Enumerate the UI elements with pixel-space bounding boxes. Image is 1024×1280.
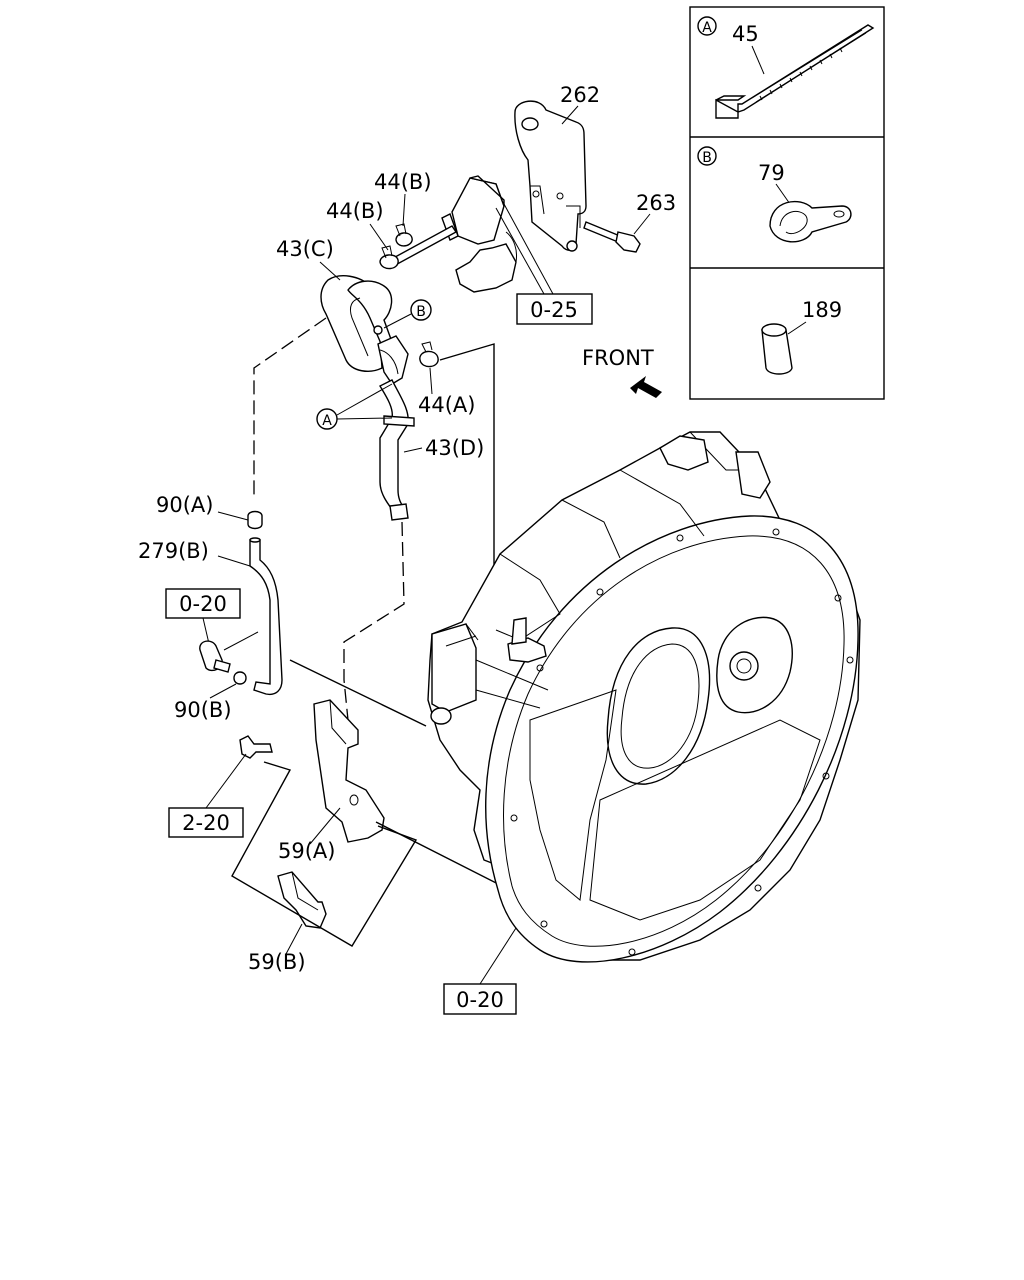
clamp-44b-lower (379, 245, 399, 270)
callout-262: 262 (560, 83, 600, 107)
bracket-262 (514, 100, 587, 252)
marker-circle-a (697, 16, 717, 36)
route-dash-b (343, 521, 405, 721)
ref-box-2-20 (168, 807, 244, 838)
honeycomb-grille (529, 689, 821, 921)
legend-part-79: 79 (758, 161, 785, 185)
bolt-263 (583, 221, 641, 253)
hose-clip-icon (769, 200, 852, 243)
callout-2-20: 2-20 (182, 811, 230, 835)
callout-44b-lower: 44(B) (326, 199, 384, 223)
callout-90a: 90(A) (156, 493, 213, 517)
callout-59a: 59(A) (278, 839, 335, 863)
legend-row-a: A 45 (697, 16, 875, 119)
callout-0-20-bottom: 0-20 (456, 988, 504, 1012)
callout-0-20-left: 0-20 (179, 592, 227, 616)
callout-90b: 90(B) (174, 698, 232, 722)
union-fitting (199, 640, 231, 673)
bracket-group-outline (231, 761, 418, 947)
leader-pipe-to-housing (289, 659, 427, 727)
callout-44a: 44(A) (418, 393, 475, 417)
leader-bracket-to-housing (375, 821, 511, 891)
front-arrow-icon (630, 376, 662, 398)
ref-box-0-20-left (165, 588, 241, 619)
clamp-90b (233, 671, 247, 685)
callout-59b: 59(B) (248, 950, 306, 974)
legend-marker-b: B (702, 150, 712, 166)
callout-44b-upper: 44(B) (374, 170, 432, 194)
callout-0-25: 0-25 (530, 298, 578, 322)
callout-263: 263 (636, 191, 676, 215)
cable-tie-icon (715, 24, 875, 119)
marker-b-circle (410, 299, 432, 321)
callout-279b: 279(B) (138, 539, 209, 563)
bracket-59a (313, 699, 385, 843)
pipe-279b (249, 537, 283, 696)
collar-icon (761, 323, 793, 375)
marker-circle-b (697, 146, 717, 166)
legend-part-45: 45 (732, 22, 759, 46)
hose-43d (379, 379, 415, 521)
clamp-44a (419, 341, 439, 368)
bracket-59b (277, 871, 327, 929)
legend-row-189: 189 (761, 298, 842, 375)
route-dash-a (253, 317, 327, 500)
front-label: FRONT (582, 346, 654, 370)
hose-connector (377, 335, 409, 385)
legend-panel: A 45 B 79 189 (689, 6, 885, 400)
clamp-44b-upper (395, 223, 413, 247)
legend-part-189: 189 (802, 298, 842, 322)
marker-b-label: B (416, 304, 426, 320)
bolt-2-20 (239, 735, 273, 759)
callout-43d: 43(D) (425, 436, 484, 460)
clip-b-point (373, 325, 383, 335)
valve-assembly (441, 175, 517, 293)
legend-row-b: B 79 (697, 146, 852, 243)
flywheel-housing (427, 431, 861, 963)
ref-box-0-25 (516, 293, 593, 325)
clamp-90a (247, 510, 263, 530)
callout-43c: 43(C) (276, 237, 334, 261)
legend-marker-a: A (702, 20, 712, 36)
marker-a-label: A (322, 413, 332, 429)
